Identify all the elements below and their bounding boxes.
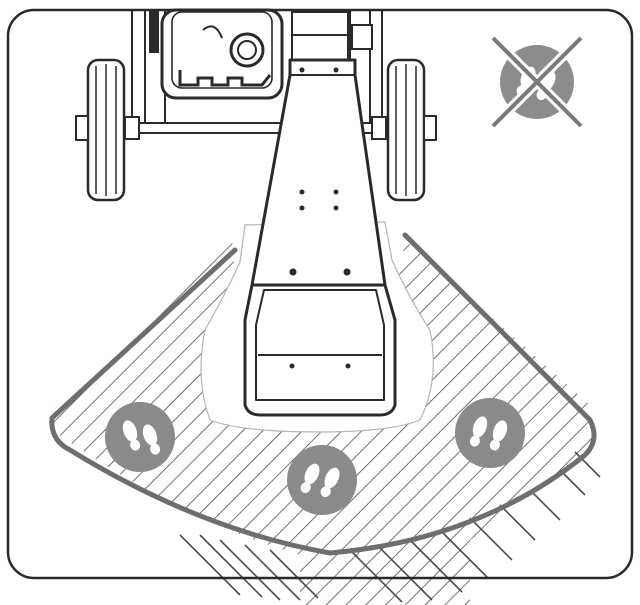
standing-zone-arc [49,232,597,556]
footprints-icon [105,402,175,472]
no-standing-icon [489,34,585,130]
left-wheel [75,58,126,202]
right-wheel [386,58,437,202]
machine-body [79,8,431,140]
footprints-icon [287,445,357,515]
foot-platform [243,284,397,417]
diagram-frame [6,8,634,580]
footprints-icon [455,398,525,468]
